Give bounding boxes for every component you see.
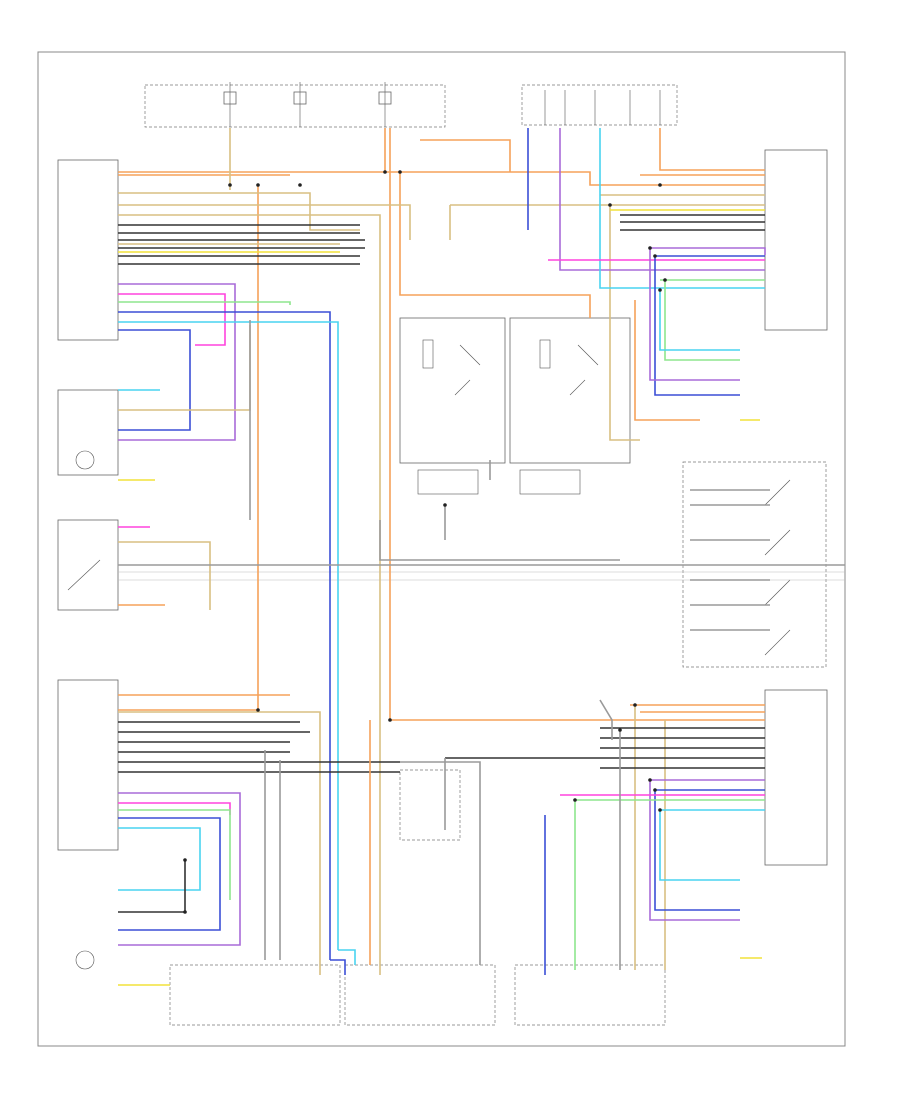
splice-dot xyxy=(573,798,577,802)
wire-blue-vertical xyxy=(118,311,331,960)
splice-dot xyxy=(183,910,187,914)
splice-dot xyxy=(658,288,662,292)
wire-gray-splice xyxy=(599,699,613,740)
splice-dot xyxy=(648,778,652,782)
top-right-module-internals xyxy=(544,90,661,125)
wire-orange-battery-upper xyxy=(118,128,386,173)
wire-orange-long-vertical xyxy=(389,128,765,721)
wire-violet-upper xyxy=(118,283,236,441)
splice-dot xyxy=(653,788,657,792)
wire-lightgreen-lower xyxy=(118,809,231,900)
wire-gray-actuator-2 xyxy=(400,761,481,965)
wire-blue-actuator xyxy=(330,959,346,975)
right-motor-symbol xyxy=(75,950,95,970)
wire-tan-right-vertical xyxy=(609,205,640,441)
fuel-door-switch-contact xyxy=(67,559,101,591)
wire-lightgreen-upper xyxy=(118,301,291,305)
left-motor-symbol xyxy=(75,450,95,470)
splice-dot xyxy=(608,203,612,207)
splice-dot xyxy=(398,170,402,174)
right-rear-actuator-box xyxy=(514,964,666,1026)
splice-dot xyxy=(618,728,622,732)
splice-dot xyxy=(388,718,392,722)
lock-relay-right xyxy=(509,317,631,464)
right-rear-door-module-upper xyxy=(764,149,828,331)
splice-dot xyxy=(658,183,662,187)
wire-pink-upper xyxy=(118,293,226,346)
splice-dot xyxy=(663,278,667,282)
wire-tan-lower-vertical xyxy=(118,711,321,960)
wire-blue-lower-right-drop xyxy=(654,790,740,911)
splice-dot xyxy=(658,808,662,812)
wire-violet-lower xyxy=(118,792,241,946)
wire-lightblue-vertical xyxy=(118,321,339,950)
splice-dot xyxy=(443,503,447,507)
left-rear-actuator-box xyxy=(344,964,496,1026)
splice-dot xyxy=(256,708,260,712)
shield-band xyxy=(118,571,845,581)
wire-orange-battery-right xyxy=(385,171,765,186)
wire-lightgreen-right-drop xyxy=(664,280,740,361)
wire-orange-right-drop xyxy=(634,300,700,421)
wire-tan-1 xyxy=(118,192,360,231)
wire-lightblue-right-drop xyxy=(659,290,740,351)
wire-black-lower-ground xyxy=(118,860,186,913)
wire-lightblue-actuator xyxy=(338,949,356,965)
wire-lightblue-right xyxy=(599,128,765,289)
wire-tan-4 xyxy=(118,325,251,411)
wire-tan-vertical xyxy=(118,214,381,960)
splice-layer xyxy=(183,170,667,914)
wire-violet-right xyxy=(650,247,766,255)
splice-dot xyxy=(228,183,232,187)
splice-dot xyxy=(298,183,302,187)
top-right-module xyxy=(521,84,678,126)
wire-lightblue-lower xyxy=(118,827,201,891)
wire-violet-lower-right-drop xyxy=(649,780,740,921)
right-front-door-module-lower xyxy=(57,679,119,851)
wire-gray-mid-2 xyxy=(379,520,620,561)
left-lock-switch-box xyxy=(57,389,119,476)
wire-blue-right-drop xyxy=(654,256,740,396)
splice-dot xyxy=(653,254,657,258)
splice-dot xyxy=(183,858,187,862)
diagram-border xyxy=(37,51,846,1047)
right-front-actuator-box xyxy=(169,964,341,1026)
wire-layer xyxy=(118,128,845,986)
wire-orange-top xyxy=(420,139,511,172)
wire-tan-2 xyxy=(118,204,411,240)
wire-pink-lower xyxy=(118,802,231,815)
wire-orange-relay-feed xyxy=(399,172,591,318)
wire-violet-right-long xyxy=(559,128,765,271)
wire-orange-right-top xyxy=(659,128,765,171)
left-front-door-module-upper xyxy=(57,159,119,341)
splice-dot xyxy=(383,170,387,174)
lock-relay-left xyxy=(399,317,506,464)
top-fuse-block-internals xyxy=(223,82,392,127)
rear-lock-relay xyxy=(399,769,461,841)
right-rear-door-module-lower xyxy=(764,689,828,866)
wire-blue-lower xyxy=(118,817,221,931)
splice-dot xyxy=(648,246,652,250)
right-switch-contacts xyxy=(764,479,791,656)
splice-dot xyxy=(256,183,260,187)
wire-tan-fuel xyxy=(118,541,211,610)
wire-blue-loop xyxy=(118,329,191,431)
fuel-door-switch-box xyxy=(57,519,119,611)
wire-violet-right-drop xyxy=(649,248,740,381)
splice-dot xyxy=(633,703,637,707)
wire-lightblue-lower-right-drop xyxy=(659,810,740,881)
top-fuse-block xyxy=(144,84,446,128)
relay-internals xyxy=(417,339,599,495)
